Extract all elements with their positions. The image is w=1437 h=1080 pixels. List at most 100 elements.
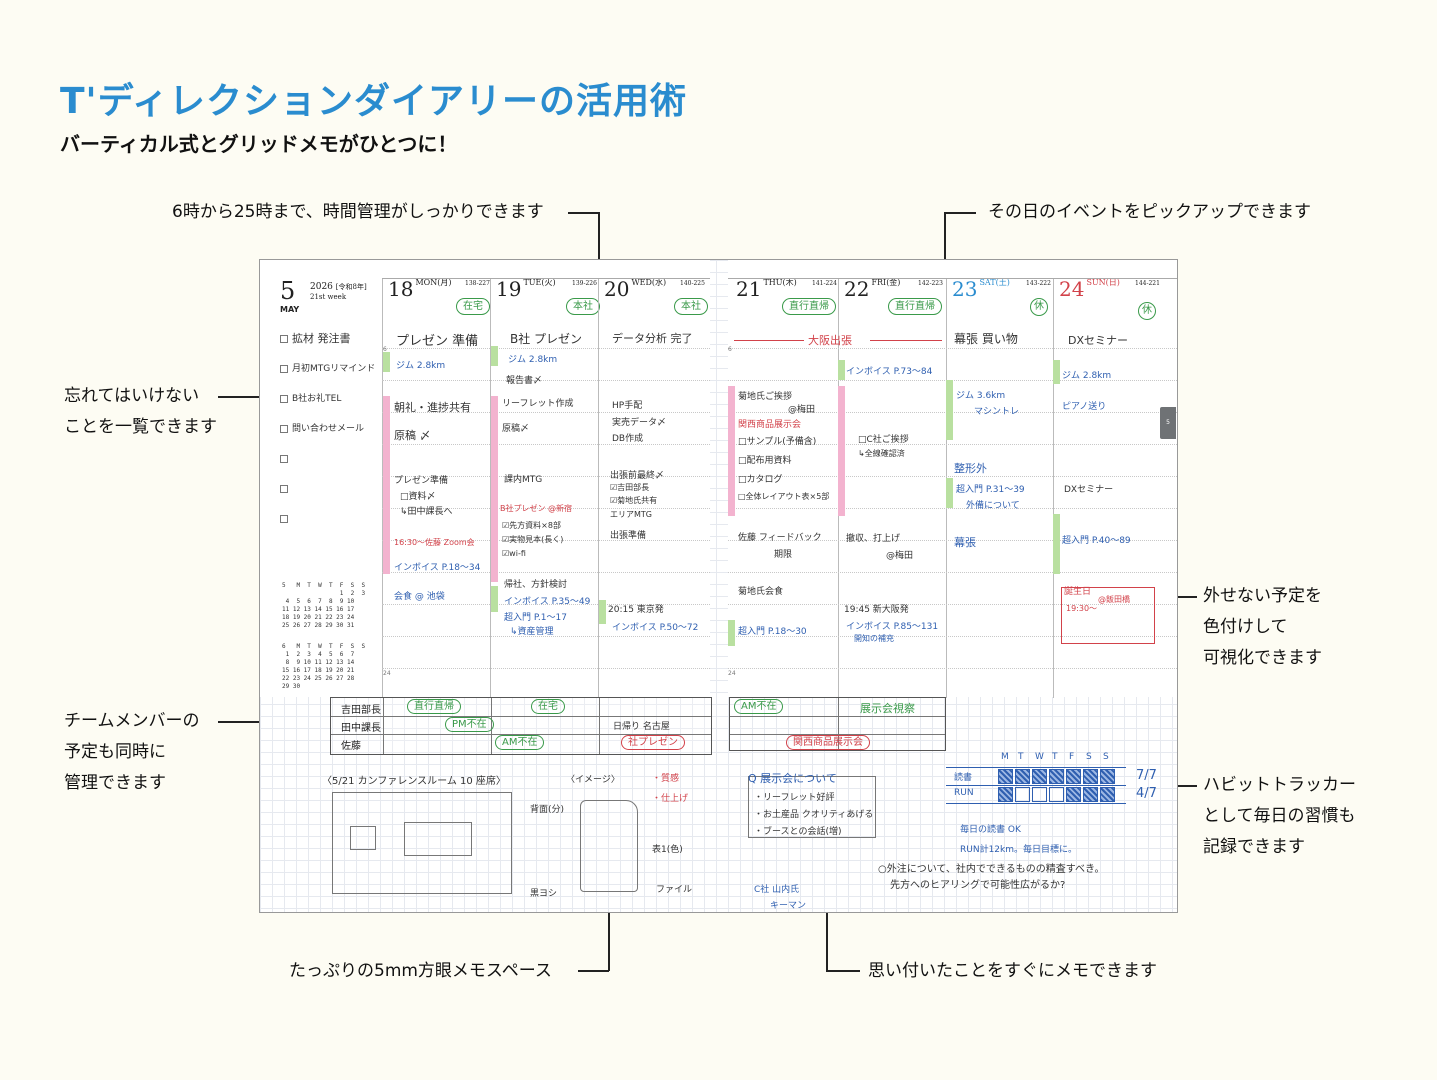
habit-day-label: S xyxy=(1086,752,1092,762)
event-arrow xyxy=(870,340,942,341)
entry-tue: 帰社、方針検討 xyxy=(504,580,568,590)
memo-order-note: ○外注について、社内でできるものの精査すべき。 xyxy=(878,864,1105,875)
team-row xyxy=(730,734,945,753)
habit-cell[interactable] xyxy=(1015,787,1030,802)
entry-thu: 期限 xyxy=(774,550,793,560)
status-stamp: 直行直帰 xyxy=(888,298,942,315)
memo-note: ・仕上げ xyxy=(652,794,689,804)
column-divider xyxy=(598,278,599,698)
entry-fri: ↳全線確認済 xyxy=(858,449,905,458)
mini-calendar-jun: 6 M T W T F S S 1 2 3 4 5 6 7 8 9 10 11 … xyxy=(282,643,366,690)
memo-exhibit-title: Q 展示会について xyxy=(748,772,837,785)
status-stamp: 本社 xyxy=(674,298,708,315)
habit-day-label: W xyxy=(1035,752,1044,762)
highlight-bar xyxy=(1053,514,1060,574)
entry-wed: ☑吉田部長 xyxy=(610,483,650,492)
entry-fri: 開知の補充 xyxy=(854,634,894,643)
entry-mon: 原稿 〆 xyxy=(394,429,431,442)
team-cell: 関西商品展示会 xyxy=(786,735,870,750)
todo-checkbox[interactable] xyxy=(280,485,288,493)
habit-score: 4/7 xyxy=(1136,786,1157,801)
todo-checkbox[interactable] xyxy=(280,425,288,433)
todo-item: 拡材 発注書 xyxy=(292,332,351,345)
leader-line xyxy=(578,970,609,972)
memo-room-title: 〈5/21 カンファレンスルーム 10 座席〉 xyxy=(322,776,506,787)
habit-cell[interactable] xyxy=(998,769,1013,784)
callout-todo-line: ことを一覧できます xyxy=(64,417,217,437)
habit-cell[interactable] xyxy=(1032,769,1047,784)
todo-checkbox[interactable] xyxy=(280,395,288,403)
entry-wed: HP手配 xyxy=(612,401,643,411)
habit-cell[interactable] xyxy=(1083,787,1098,802)
highlight-bar xyxy=(728,386,735,516)
event-mon: プレゼン 準備 xyxy=(396,334,479,349)
memo-note: ファイル xyxy=(656,885,693,895)
hour-rule xyxy=(728,604,1177,605)
team-cell: 展示会視察 xyxy=(860,702,915,715)
team-cell: 直行直帰 xyxy=(407,699,461,714)
habit-cell[interactable] xyxy=(1100,769,1115,784)
team-row xyxy=(331,698,711,716)
highlight-bar xyxy=(838,360,845,380)
highlight-bar xyxy=(383,352,390,372)
callout-color-line: 可視化できます xyxy=(1203,648,1322,668)
habit-name: RUN xyxy=(954,788,974,798)
habit-cell[interactable] xyxy=(1049,769,1064,784)
habit-cell[interactable] xyxy=(1066,769,1081,784)
entry-tue: 課内MTG xyxy=(504,475,543,485)
habit-cell[interactable] xyxy=(1100,787,1115,802)
callout-color: 外せない予定を 色付けして 可視化できます xyxy=(1203,581,1322,674)
entry-sun: ジム 2.8km xyxy=(1062,371,1112,381)
habit-day-label: M xyxy=(1001,752,1009,762)
habit-cell[interactable] xyxy=(1032,787,1047,802)
hour-rule xyxy=(382,540,710,541)
callout-color-line: 外せない予定を xyxy=(1203,586,1322,606)
callout-event: その日のイベントをピックアップできます xyxy=(988,202,1311,222)
highlight-bar xyxy=(491,586,498,612)
event-rule xyxy=(382,348,710,349)
event-sat: 幕張 買い物 xyxy=(954,332,1018,346)
habit-score: 7/7 xyxy=(1136,768,1157,783)
entry-tue: ☑wi-fi xyxy=(502,549,526,558)
habit-cell[interactable] xyxy=(998,787,1013,802)
callout-memo: 思い付いたことをすぐにメモできます xyxy=(868,961,1157,981)
hour-rule xyxy=(382,636,710,637)
entry-sat: マシントレ xyxy=(974,407,1020,417)
column-divider xyxy=(1053,278,1054,698)
team-schedule-left: 吉田部長 田中課長 佐藤 直行直帰 在宅 PM不在 AM不在 日帰り 名古屋 社… xyxy=(330,697,712,755)
callout-team-line: 管理できます xyxy=(64,773,166,793)
entry-fri: インボイス P.85〜131 xyxy=(846,622,939,632)
event-thu-fri: 大阪出張 xyxy=(808,334,852,347)
memo-run-note: RUN計12km。毎日目標に。 xyxy=(960,845,1078,855)
team-cell: 社プレゼン xyxy=(621,735,685,750)
entry-wed: 実売データ〆 xyxy=(612,418,667,428)
callout-grid: たっぷりの5mm方眼メモスペース xyxy=(289,961,552,981)
hour-rule xyxy=(382,572,710,573)
hour-rule xyxy=(728,444,1177,445)
memo-note: 黒ヨシ xyxy=(530,889,558,899)
page-tab[interactable]: 5 xyxy=(1160,407,1176,439)
hour-rule xyxy=(728,540,1177,541)
event-arrow xyxy=(734,340,804,341)
leader-line xyxy=(608,890,610,971)
callout-time: 6時から25時まで、時間管理がしっかりできます xyxy=(172,202,544,222)
memo-reading-note: 毎日の読書 OK xyxy=(960,825,1021,835)
memo-note: 表1(色) xyxy=(652,845,683,855)
habit-cell[interactable] xyxy=(1015,769,1030,784)
todo-checkbox[interactable] xyxy=(280,365,288,373)
entry-tue: 報告書〆 xyxy=(506,376,543,386)
event-tue: B社 プレゼン xyxy=(510,332,583,346)
todo-checkbox[interactable] xyxy=(280,335,288,343)
hour-rule xyxy=(728,508,1177,509)
habit-cell[interactable] xyxy=(1066,787,1081,802)
entry-wed: エリアMTG xyxy=(610,510,652,519)
habit-day-label: S xyxy=(1103,752,1109,762)
habit-cell[interactable] xyxy=(1083,769,1098,784)
todo-checkbox[interactable] xyxy=(280,515,288,523)
habit-cell[interactable] xyxy=(1049,787,1064,802)
todo-checkbox[interactable] xyxy=(280,455,288,463)
entry-wed: インボイス P.50〜72 xyxy=(612,623,699,633)
